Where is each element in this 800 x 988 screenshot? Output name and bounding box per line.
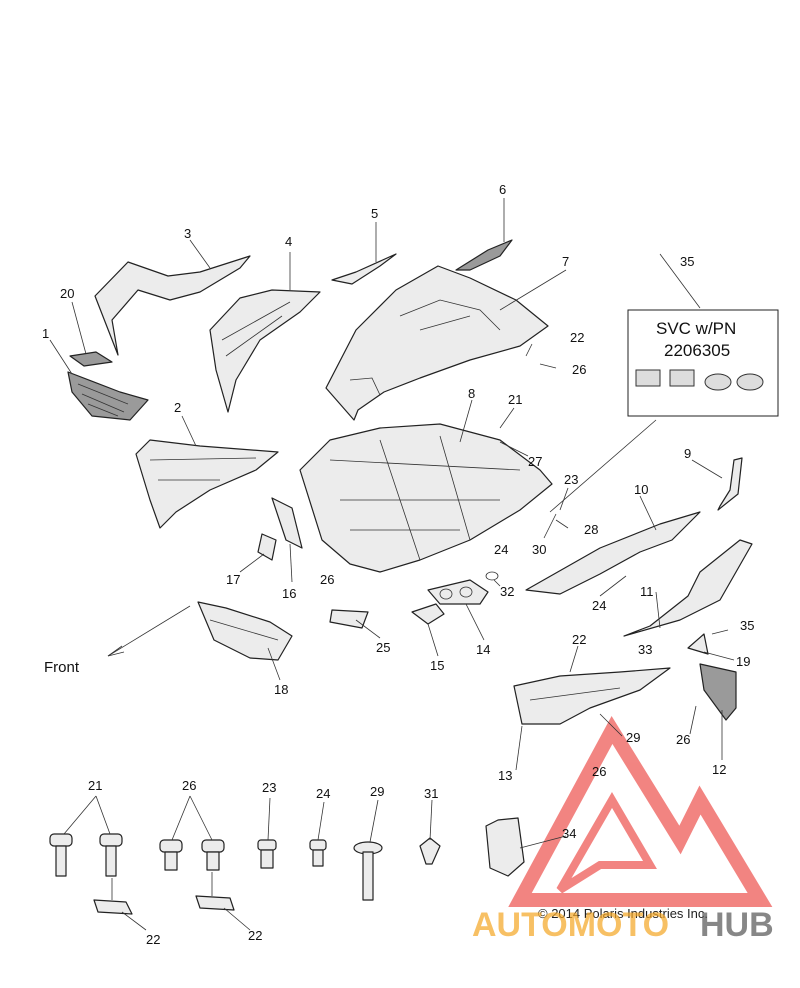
callout-12: 12: [712, 762, 726, 777]
callout-k23: 23: [262, 780, 276, 795]
callout-29: 29: [626, 730, 640, 745]
part-14-housing: [427, 579, 489, 605]
part-6-vent: [455, 239, 513, 271]
bolt-23: [257, 839, 277, 869]
callout-22b: 22: [572, 632, 586, 647]
part-2-side-panel: [135, 439, 279, 529]
bolt-29: [353, 841, 383, 901]
part-32-ring: [485, 571, 499, 581]
callout-k21: 21: [88, 778, 102, 793]
bolt-24: [309, 839, 327, 867]
callout-32: 32: [500, 584, 514, 599]
watermark-text: AUTOMOTO HUB: [472, 906, 774, 944]
bolt-26-b: [201, 839, 225, 871]
bolt-21-b: [99, 833, 123, 877]
watermark-part1: AUTOMOTO: [472, 906, 669, 944]
bolt-26-a: [159, 839, 183, 871]
callout-14: 14: [476, 642, 490, 657]
callout-17: 17: [226, 572, 240, 587]
svc-line1: SVC w/PN: [656, 319, 736, 338]
callout-k29: 29: [370, 784, 384, 799]
part-15-bracket: [411, 603, 445, 625]
callout-35b: 35: [740, 618, 754, 633]
part-7-hood: [325, 265, 549, 421]
callout-6: 6: [499, 182, 506, 197]
hardware-row: [49, 795, 567, 931]
callout-8: 8: [468, 386, 475, 401]
part-4-side-panel: [209, 289, 321, 413]
front-label: Front: [44, 659, 80, 676]
callout-18: 18: [274, 682, 288, 697]
callout-19: 19: [736, 654, 750, 669]
callout-7: 7: [562, 254, 569, 269]
part-18-duct: [197, 601, 293, 661]
part-20-insert: [69, 351, 113, 367]
part-10-tunnel-cover: [525, 511, 701, 595]
svc-kit-box: [627, 309, 779, 417]
part-19-clip: [687, 633, 709, 655]
part-9-trim: [717, 457, 743, 511]
callout-33: 33: [638, 642, 652, 657]
callout-26b: 26: [320, 572, 334, 587]
callout-20: 20: [60, 286, 74, 301]
edge-trim-34: [485, 817, 525, 877]
copyright-text: © 2014 Polaris Industries Inc.: [538, 906, 708, 921]
part-25-plate: [329, 609, 369, 629]
nut-22-a: [93, 878, 133, 915]
callout-k22b: 22: [248, 928, 262, 943]
callout-22a: 22: [570, 330, 584, 345]
callout-30: 30: [532, 542, 546, 557]
watermark-part2: HUB: [700, 906, 774, 944]
callout-16: 16: [282, 586, 296, 601]
callout-35: 35: [680, 254, 694, 269]
part-1-vent: [67, 371, 149, 421]
watermark-logo: [508, 716, 773, 907]
part-12-vent: [699, 663, 737, 721]
callout-9: 9: [684, 446, 691, 461]
part-16-bracket: [271, 497, 303, 549]
callout-5: 5: [371, 206, 378, 221]
callout-k24: 24: [316, 786, 330, 801]
callout-10: 10: [634, 482, 648, 497]
nut-22-b: [195, 872, 235, 911]
callout-k34: 34: [562, 826, 576, 841]
callout-25: 25: [376, 640, 390, 655]
callout-4: 4: [285, 234, 292, 249]
leader-lines: [49, 198, 735, 771]
callout-15: 15: [430, 658, 444, 673]
callout-3: 3: [184, 226, 191, 241]
part-13-lower-panel: [513, 667, 671, 725]
callout-26c: 26: [676, 732, 690, 747]
part-8-frame: [299, 423, 553, 573]
callout-26d: 26: [592, 764, 606, 779]
callout-13: 13: [498, 768, 512, 783]
bolt-21-a: [49, 833, 73, 877]
callout-23: 23: [564, 472, 578, 487]
callout-k26: 26: [182, 778, 196, 793]
callout-k31: 31: [424, 786, 438, 801]
callout-numbers: 1 20 3 4 5 6 7 35 2 8 21 22 26 27 23 9 1…: [42, 182, 754, 947]
part-17-clip: [257, 533, 277, 561]
callout-k22a: 22: [146, 932, 160, 947]
callout-26a: 26: [572, 362, 586, 377]
callout-24a: 24: [494, 542, 508, 557]
callout-24b: 24: [592, 598, 606, 613]
front-arrow: [107, 605, 191, 657]
callout-21: 21: [508, 392, 522, 407]
clip-31: [419, 837, 441, 865]
part-5-strip: [331, 253, 397, 285]
part-3-side-trim: [94, 255, 251, 356]
callout-11: 11: [640, 584, 654, 599]
callout-28: 28: [584, 522, 598, 537]
callout-2: 2: [174, 400, 181, 415]
svc-line2: 2206305: [664, 341, 730, 360]
callout-27: 27: [528, 454, 542, 469]
part-11-side-panel: [623, 539, 753, 637]
callout-1: 1: [42, 326, 49, 341]
